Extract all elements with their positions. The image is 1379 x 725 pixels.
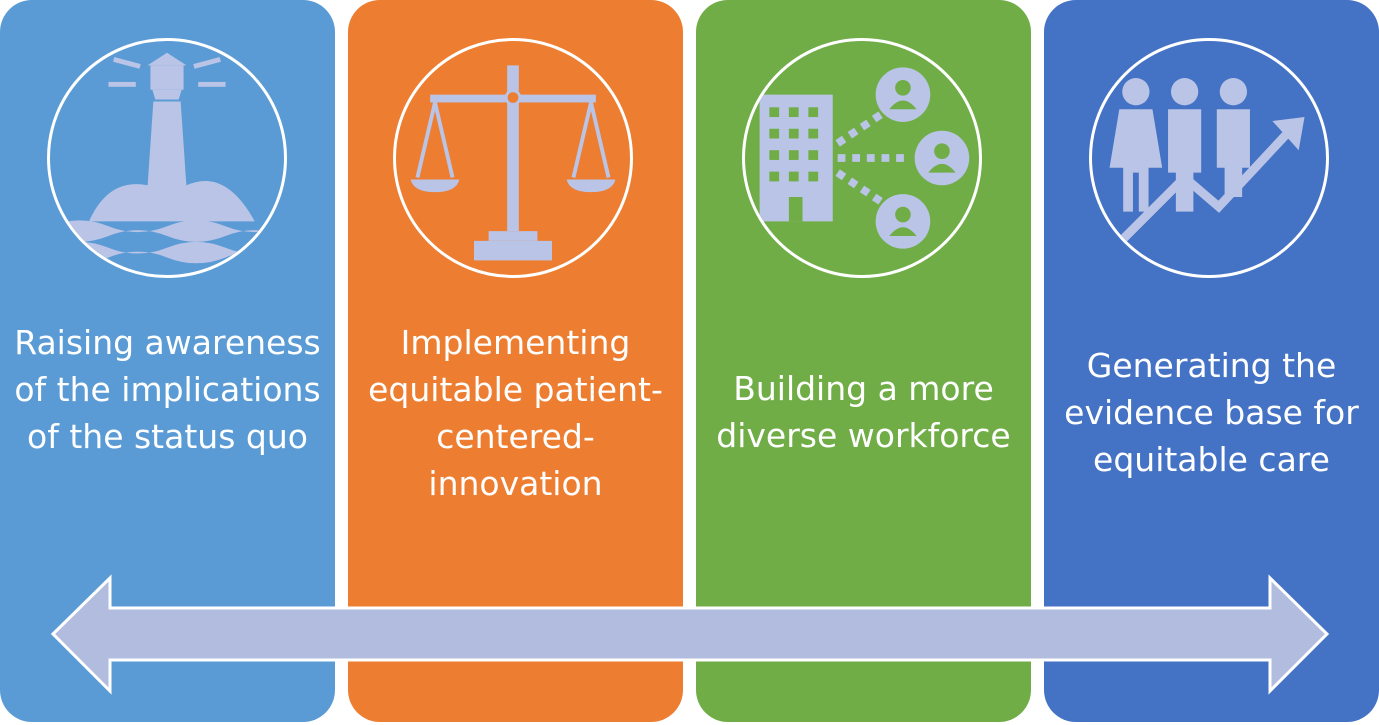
scales-icon: [393, 38, 633, 278]
panel-innovation: Implementing equitable patient-centered-…: [348, 0, 683, 722]
panel-label: Building a more diverse workforce: [716, 369, 1011, 455]
panel-awareness: Raising awareness of the implications of…: [0, 0, 335, 722]
panel-label: Implementing equitable patient-centered-…: [368, 323, 663, 503]
panel-evidence: Generating the evidence base for equitab…: [1044, 0, 1379, 722]
panel-workforce: Building a more diverse workforce: [696, 0, 1031, 722]
arrow-shape: [50, 574, 1330, 695]
lighthouse-icon: [47, 38, 287, 278]
people-growth-icon: [1089, 38, 1329, 278]
panel-label: Generating the evidence base for equitab…: [1064, 346, 1359, 479]
panel-label: Raising awareness of the implications of…: [14, 323, 321, 456]
building-network-icon: [742, 38, 982, 278]
